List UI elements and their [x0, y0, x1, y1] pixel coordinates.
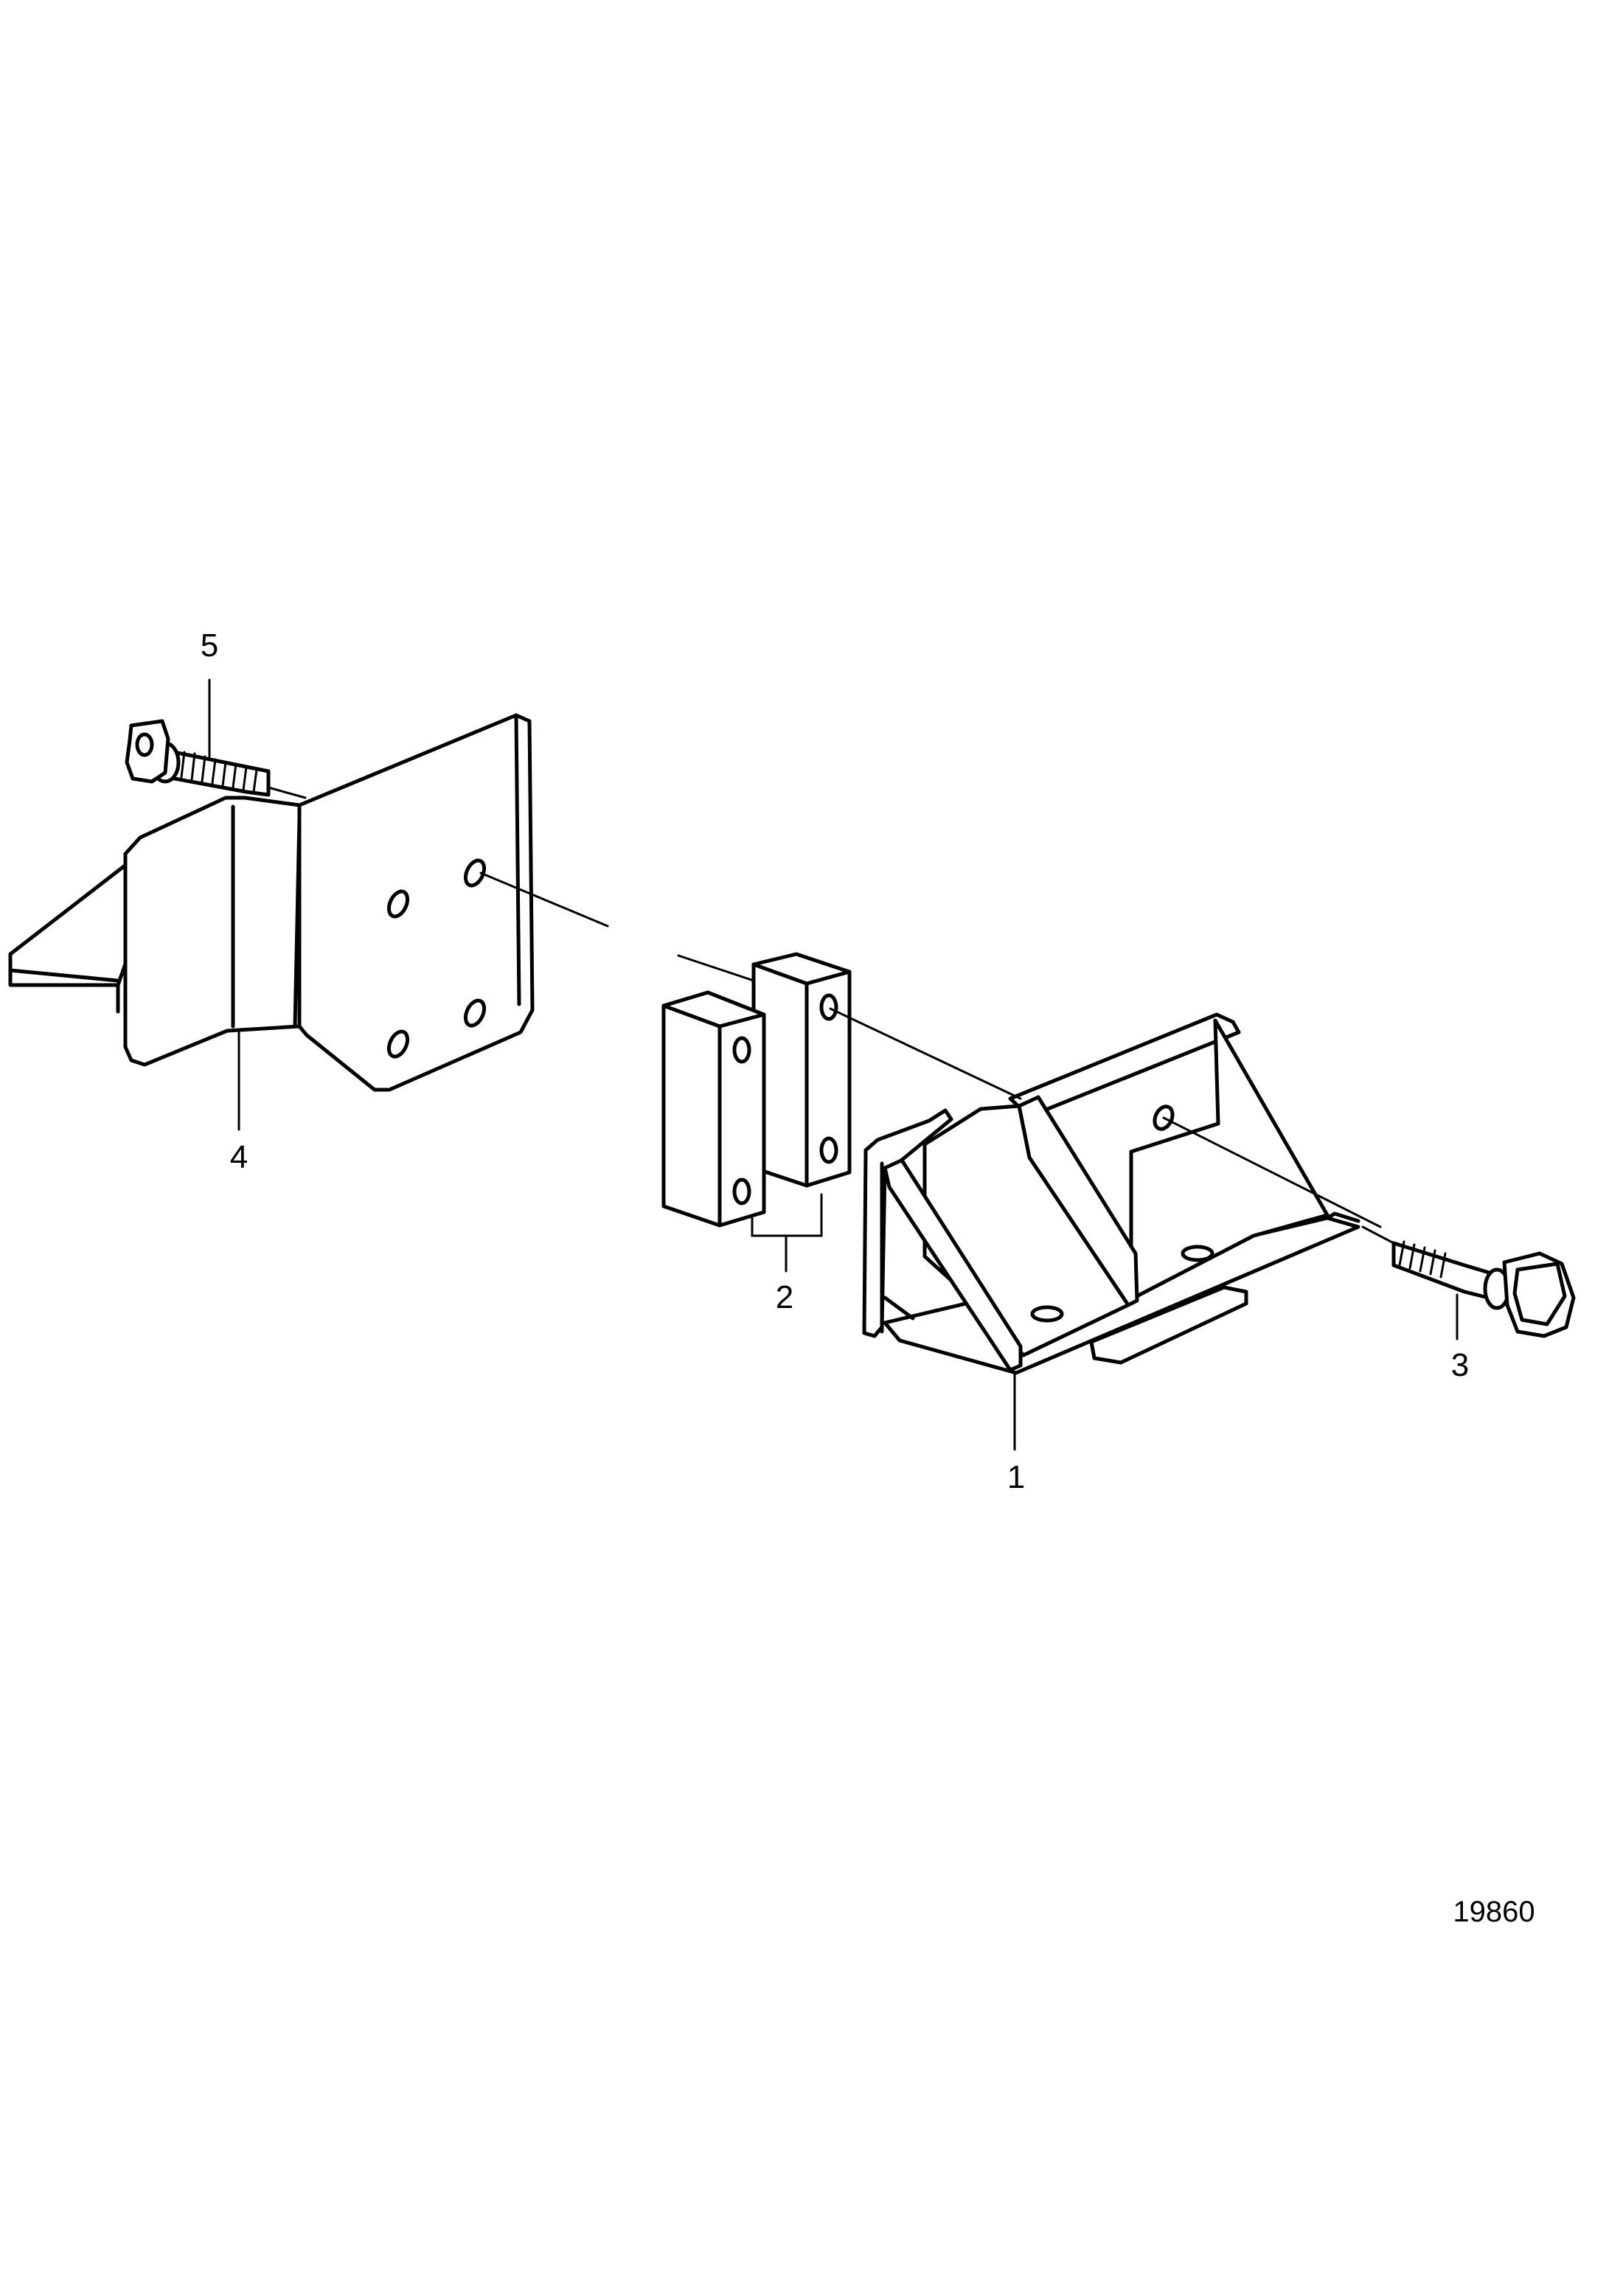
screw-right-part-3 [1391, 1240, 1576, 1340]
callout-label-4: 4 [230, 1139, 248, 1175]
assembly-axis-lines [479, 872, 1395, 1245]
figure-number: 19860 [1453, 1896, 1535, 1928]
spacer-blocks-part-2 [661, 952, 852, 1273]
callout-label-3: 3 [1451, 1347, 1469, 1383]
callout-label-2: 2 [776, 1279, 793, 1315]
screw-left-part-5 [125, 719, 307, 799]
callout-label-5: 5 [201, 627, 218, 664]
callout-label-1: 1 [1007, 1459, 1025, 1495]
bracket-left-part-4 [8, 713, 535, 1092]
bracket-main-part-1 [862, 1012, 1360, 1451]
